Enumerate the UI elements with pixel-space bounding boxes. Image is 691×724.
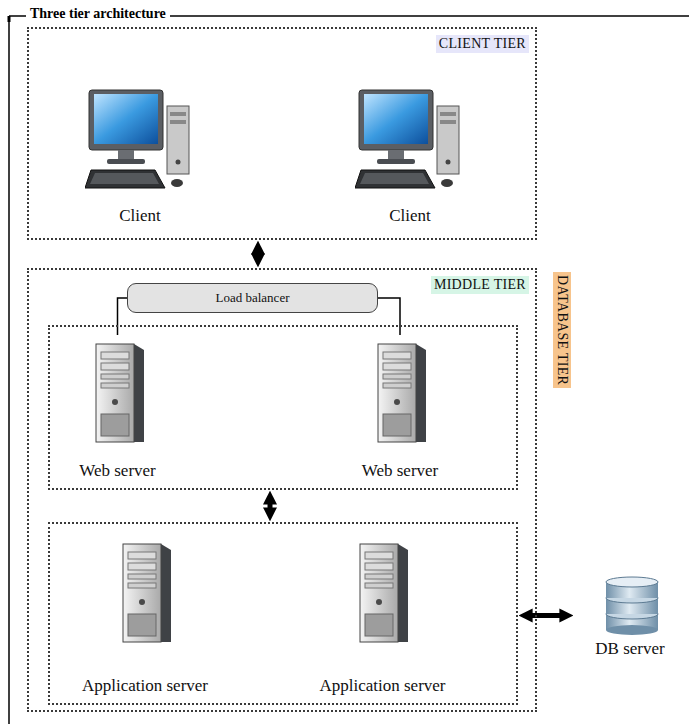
application-server-node: Application server	[49, 530, 241, 700]
client-node: Client	[69, 80, 211, 230]
load-balancer: Load balancer	[127, 283, 378, 313]
database-tier: DATABASE TIER DB server	[547, 268, 685, 712]
connector-arrow	[256, 249, 261, 259]
frame-line	[8, 16, 10, 724]
web-server-icon	[96, 344, 144, 442]
application-server-node: Application server	[279, 530, 486, 700]
connector-line	[378, 298, 400, 335]
application-server-icon	[123, 544, 171, 642]
web-server-node: Web server	[49, 335, 186, 485]
client-tier: CLIENT TIER Client Client	[27, 27, 537, 240]
connector-arrow	[268, 499, 273, 513]
node-label: Client	[339, 206, 481, 226]
tier-label: DATABASE TIER	[553, 272, 571, 388]
frame-corner	[8, 16, 11, 22]
connector-line	[118, 298, 128, 335]
database-icon	[606, 577, 658, 635]
web-server-group: Web server Web server	[48, 325, 518, 490]
client-computer-icon	[355, 90, 459, 188]
connector-arrow	[527, 613, 565, 618]
node-label: Application server	[279, 676, 486, 696]
application-server-icon	[360, 544, 408, 642]
node-label: Web server	[329, 461, 471, 481]
node-label: Application server	[49, 676, 241, 696]
application-server-group: Application server Application server	[48, 522, 518, 705]
web-server-icon	[378, 344, 426, 442]
db-server-node: DB server	[574, 568, 686, 663]
tier-label: CLIENT TIER	[436, 35, 529, 53]
client-computer-icon	[85, 90, 189, 188]
node-label: DB server	[574, 639, 686, 659]
diagram-title: Three tier architecture	[26, 6, 170, 22]
node-label: Web server	[49, 461, 186, 481]
node-label: Client	[69, 206, 211, 226]
tier-label: MIDDLE TIER	[431, 276, 529, 294]
middle-tier: MIDDLE TIERLoad balancerWeb serverWeb se…	[27, 268, 537, 712]
node-label: Load balancer	[128, 290, 377, 306]
client-node: Client	[339, 80, 481, 230]
web-server-node: Web server	[329, 335, 471, 485]
